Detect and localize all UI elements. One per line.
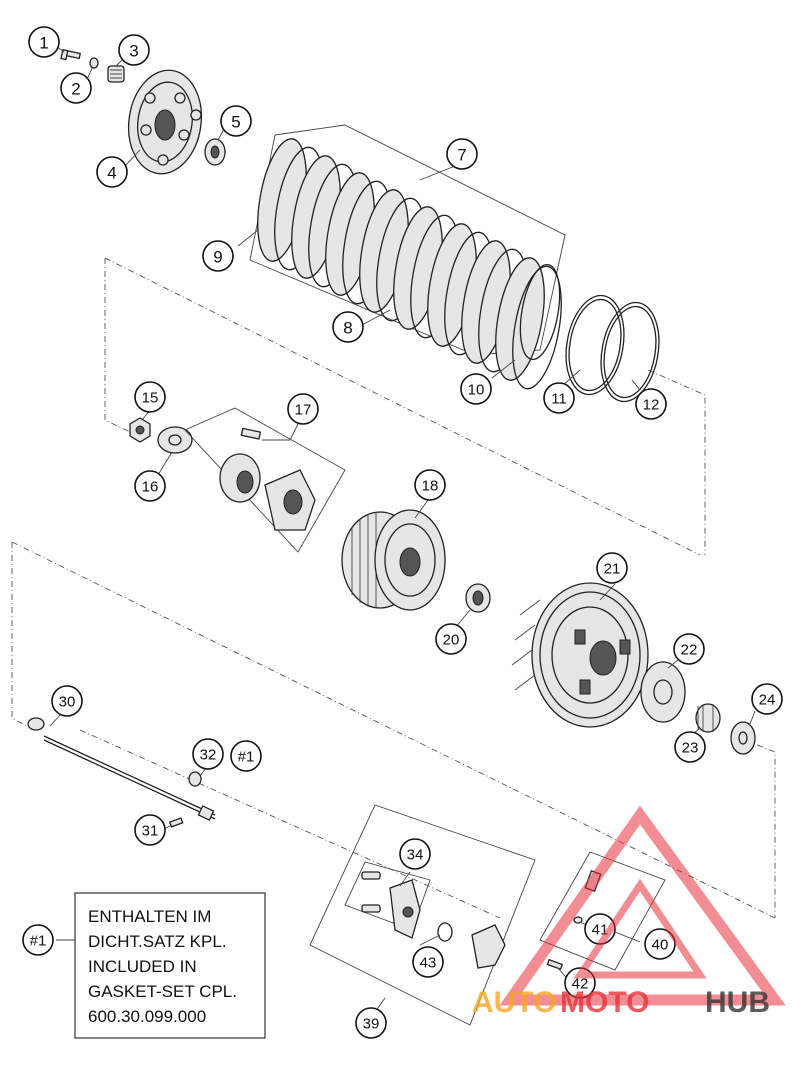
callout-20: 20 — [435, 623, 467, 655]
slave-cylinder-frame — [309, 804, 536, 1026]
thrust-washer — [730, 721, 756, 755]
callout-label: #1 — [30, 933, 47, 950]
callout-label: 30 — [59, 694, 76, 711]
callout-label: 4 — [107, 164, 116, 183]
note-line: DICHT.SATZ KPL. — [88, 932, 227, 951]
callout-31: 31 — [134, 814, 166, 846]
callout-label: 15 — [142, 390, 159, 407]
callout-21: 21 — [596, 552, 628, 584]
callout-label: 10 — [468, 382, 485, 399]
callout-22: 22 — [673, 633, 705, 665]
callout-32: 32 — [192, 738, 224, 770]
callout-2: 2 — [60, 72, 92, 104]
watermark-logo: AUTO MOTO HUB — [472, 805, 786, 1019]
callout-label: 20 — [443, 632, 460, 649]
pin-part — [168, 817, 184, 828]
callout-label: 12 — [643, 397, 660, 414]
disc-inner-ring — [519, 263, 561, 361]
callout-1: 1 — [28, 26, 60, 58]
callout-label: 3 — [129, 42, 138, 61]
watermark-moto: MOTO — [560, 986, 649, 1019]
note-line: INCLUDED IN — [88, 957, 197, 976]
thrust-bearing — [204, 138, 226, 166]
note-line: 600.30.099.000 — [88, 1007, 206, 1026]
callout-label: 7 — [457, 146, 466, 165]
callout-label: 18 — [422, 478, 439, 495]
push-rod-assembly — [27, 717, 216, 821]
callout-39: 39 — [355, 1007, 387, 1039]
callout-label: 39 — [363, 1016, 380, 1033]
assembly-guide-lines — [11, 257, 776, 919]
callout-label: 22 — [681, 642, 698, 659]
damper-group-frame — [184, 407, 346, 553]
callout-43: 43 — [412, 946, 444, 978]
callout-label: 5 — [231, 113, 240, 132]
washer-part — [89, 57, 99, 69]
inner-clutch-hub — [341, 509, 446, 611]
slave-cylinder-parts — [361, 871, 506, 969]
callout-label: 8 — [343, 319, 352, 338]
callout-23: 23 — [674, 731, 706, 763]
callout-label: 34 — [407, 847, 424, 864]
callout-label: 32 — [200, 747, 217, 764]
callout-label: 11 — [551, 391, 567, 408]
callout-3: 3 — [118, 34, 150, 66]
outer-clutch-basket — [511, 582, 649, 728]
callout-17: 17 — [287, 393, 319, 425]
kit-note: ENTHALTEN IM DICHT.SATZ KPL. INCLUDED IN… — [74, 892, 266, 1039]
callout-label: 1 — [39, 34, 48, 53]
note-line: ENTHALTEN IM — [88, 907, 211, 926]
callout-12: 12 — [635, 388, 667, 420]
callout-10: 10 — [460, 373, 492, 405]
callout-40: 40 — [644, 928, 676, 960]
callout-15: 15 — [134, 381, 166, 413]
clutch-disc-stack — [249, 124, 566, 390]
callout-34: 34 — [399, 838, 431, 870]
callout-24: 24 — [751, 683, 783, 715]
watermark-auto: AUTO — [472, 986, 556, 1019]
callout-label: 2 — [71, 80, 80, 99]
hex-nut — [129, 417, 151, 443]
callout-label: 24 — [759, 692, 776, 709]
friction-disc — [495, 257, 545, 381]
needle-bearing-sleeve — [465, 583, 491, 613]
callout-5: 5 — [220, 105, 252, 137]
note-line: GASKET-SET CPL. — [88, 982, 237, 1001]
o-ring-pair — [565, 294, 660, 403]
screw-part — [60, 48, 82, 61]
callout-8: 8 — [332, 311, 364, 343]
callout-30: 30 — [51, 685, 83, 717]
spring-part — [107, 65, 125, 83]
callout-label: 40 — [652, 937, 669, 954]
watermark-hub: HUB — [705, 986, 770, 1019]
pressure-plate — [127, 69, 203, 175]
needle-bearing — [695, 703, 721, 733]
callout-label: 21 — [604, 561, 621, 578]
damper-hub — [219, 427, 316, 531]
callout-16: 16 — [134, 470, 166, 502]
primary-gear — [640, 661, 686, 723]
callout-7: 7 — [446, 138, 478, 170]
shaft-seal — [188, 771, 202, 787]
callout-label: 31 — [142, 823, 159, 840]
steel-plate — [512, 265, 562, 390]
callout-label: 16 — [142, 479, 159, 496]
callout-label: 9 — [213, 248, 222, 267]
callout-18: 18 — [414, 469, 446, 501]
callout-11: 11 — [543, 382, 575, 414]
callout-4: 4 — [96, 156, 128, 188]
callout-label: #1 — [238, 749, 255, 766]
callout-label: 43 — [420, 955, 437, 972]
callout-32n: #1 — [230, 740, 262, 772]
callout-label: 42 — [572, 976, 589, 993]
callout-label: 17 — [295, 402, 312, 419]
disc-stack-frame — [249, 124, 566, 356]
callout-label: 23 — [682, 740, 699, 757]
callout-note: #1 — [22, 924, 54, 956]
lock-washer — [157, 426, 193, 454]
callout-9: 9 — [202, 240, 234, 272]
